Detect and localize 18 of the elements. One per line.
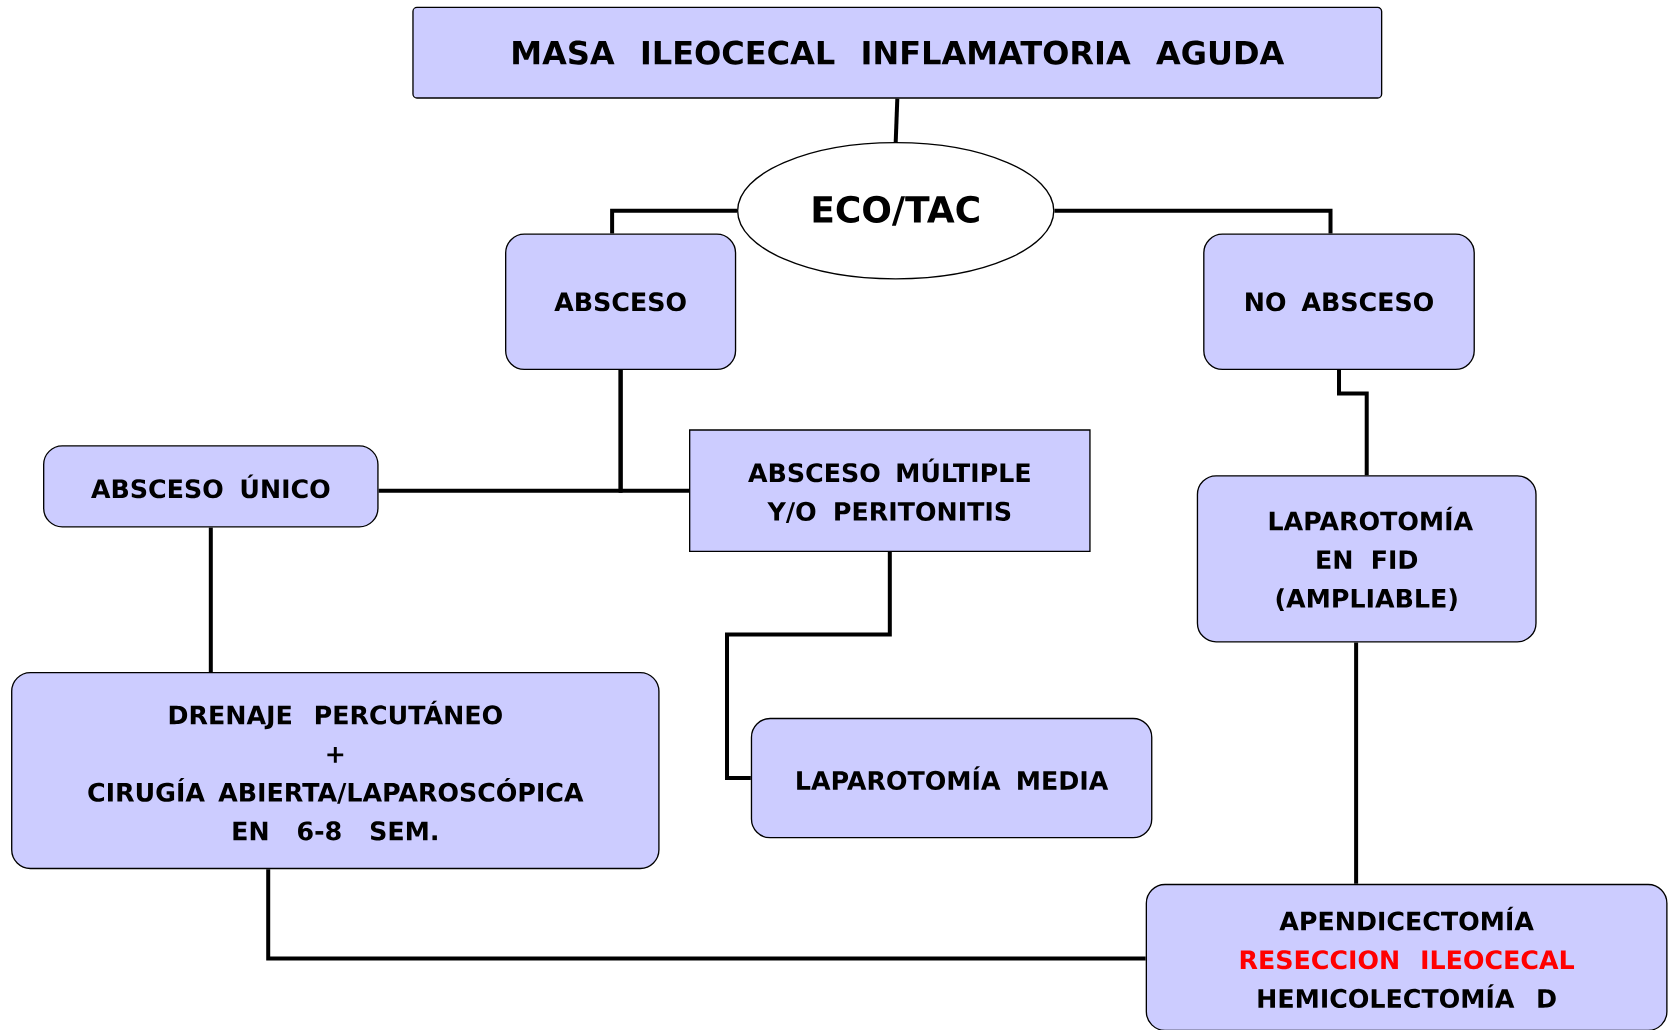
process-box: LAPAROTOMÍA MEDIA — [750, 717, 1153, 839]
connector-line — [893, 98, 900, 143]
connector-line — [618, 370, 689, 493]
process-box: NO ABSCESO — [1203, 233, 1475, 371]
title-box: MASA ILEOCECAL INFLAMATORIA AGUDA — [412, 6, 1383, 99]
connector-line — [266, 869, 1146, 961]
connector-line — [1054, 208, 1333, 234]
connector-line — [725, 552, 892, 781]
process-box: APENDICECTOMÍA RESECCION ILEOCECAL HEMICOLECTOMÍA D — [1145, 883, 1668, 1030]
process-box: ABSCESO MÚLTIPLE Y/O PERITONITIS — [689, 429, 1091, 553]
connector-line — [1337, 370, 1369, 476]
connector-line — [610, 208, 737, 234]
process-box: ABSCESO — [505, 233, 737, 371]
connector-line — [208, 527, 213, 672]
process-box: DRENAJE PERCUTÁNEO + CIRUGÍA ABIERTA/LAPAROSCÓPICA EN 6-8 SEM. — [11, 672, 660, 870]
connector-line — [1354, 642, 1359, 884]
process-box: ABSCESO ÚNICO — [43, 445, 379, 528]
process-box: LAPAROTOMÍA EN FID (AMPLIABLE) — [1196, 475, 1537, 643]
